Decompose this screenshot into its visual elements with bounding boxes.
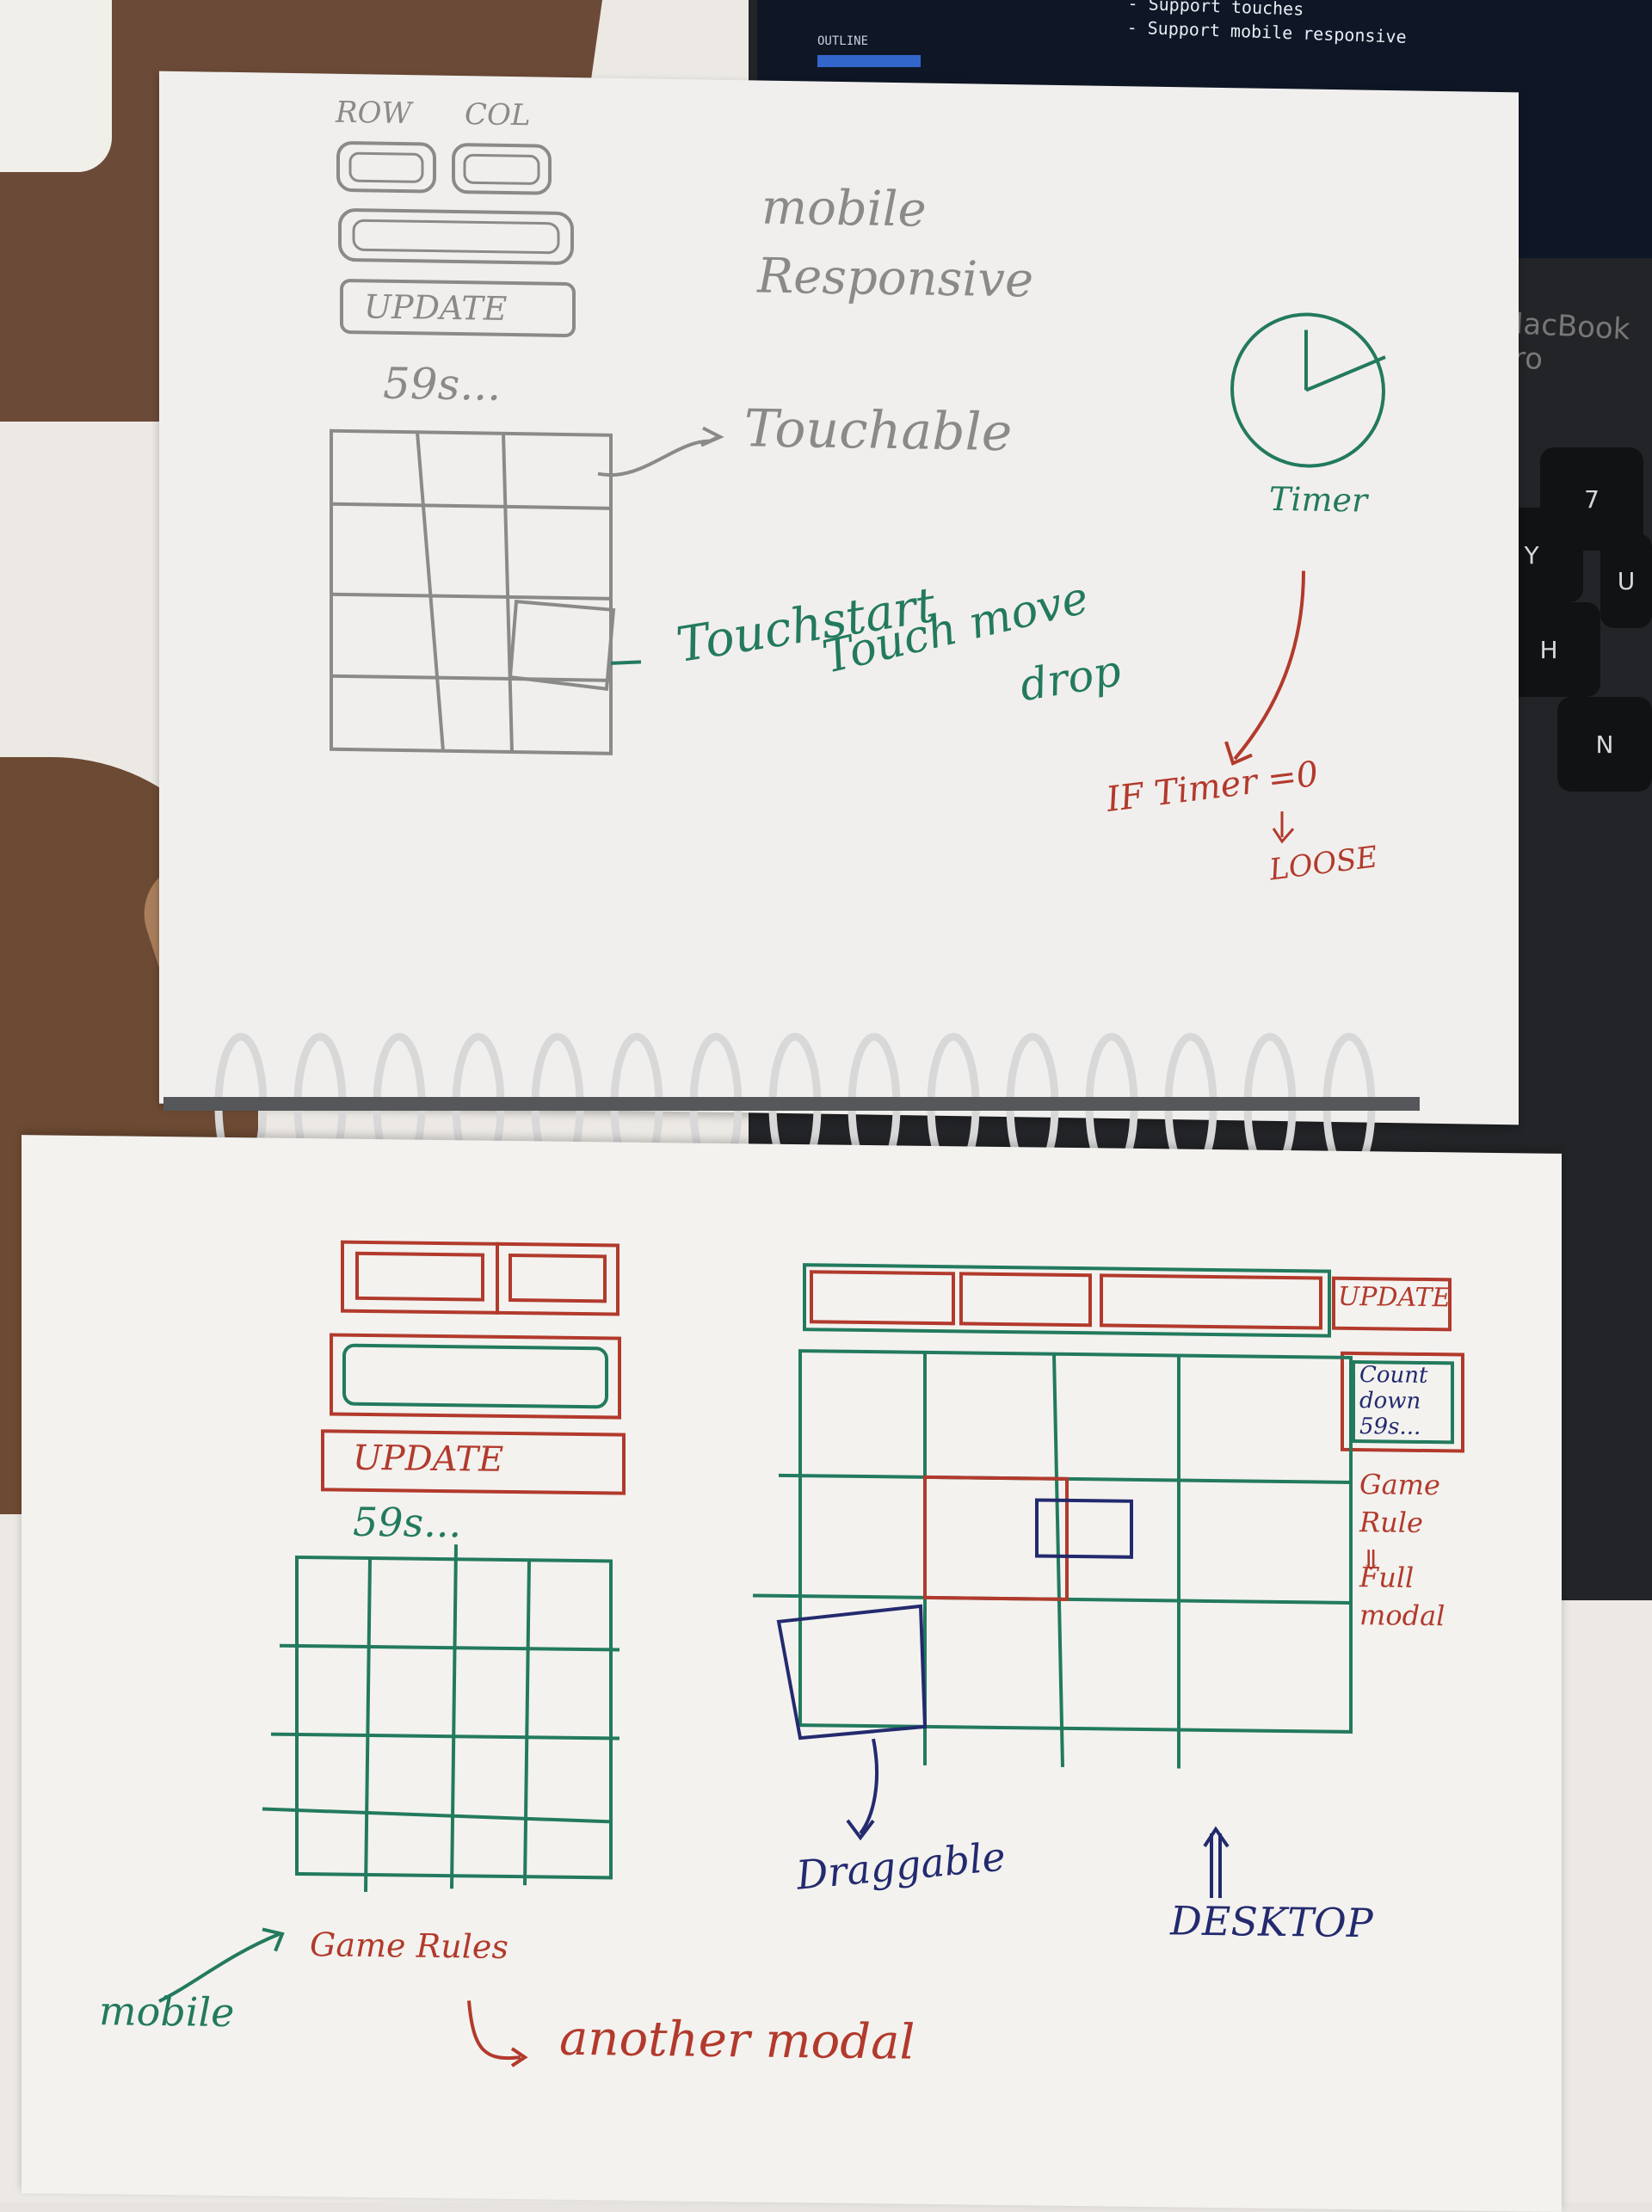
mobile-update-label: UPDATE [353,1438,504,1480]
col-input-sketch [452,143,552,195]
desktop-wide-input [1100,1273,1322,1330]
down-word: down [1359,1388,1421,1414]
countdown-word: Count [1359,1362,1428,1389]
update-button-sketch [340,279,576,338]
row-label: ROW [336,95,412,132]
countdown-frame [1341,1351,1464,1453]
desktop-inputs-frame [803,1263,1331,1338]
bottom-page-sketch [158,1240,1464,2067]
countdown-box [1352,1359,1454,1445]
desktop-row-input [810,1270,955,1326]
countdown-label: 59s... [383,358,501,410]
status-bar-strip [817,55,921,67]
mobile-wide-input [330,1333,621,1420]
pencil-grid-sketch [330,426,724,755]
countdown-box-text: Count down 59s... [1359,1362,1428,1440]
outline-label: OUTLINE [817,34,869,48]
mobile-label: mobile [99,1987,235,2036]
dragged-tile [776,1604,928,1741]
another-modal-label: another modal [559,2010,915,2071]
bottom-notebook-page: UPDATE 59s... mobile Game Rules another … [22,1135,1562,2212]
wide-input-sketch [338,208,574,265]
desktop-update-button [1332,1276,1452,1332]
rule-word: Rule [1359,1506,1423,1539]
col-label: COL [465,97,531,133]
desktop-label: DESKTOP [1170,1897,1373,1947]
macbook-brand: MacBook Pro [1495,305,1631,378]
drag-origin-cell [923,1475,1069,1601]
full-word: Full [1359,1561,1415,1594]
background-paper [0,0,112,172]
game-word: Game [1359,1468,1440,1502]
key-n: N [1557,697,1652,792]
mobile-grid [262,1544,620,1893]
touchable-label: Touchable [744,398,1013,464]
top-page-sketch [330,141,1386,844]
mobile-countdown-label: 59s... [353,1498,462,1547]
desktop-col-input [959,1272,1092,1328]
key-u: U [1600,533,1652,628]
desktop-update-label: UPDATE [1338,1281,1452,1314]
responsive-label: Responsive [757,248,1034,309]
countdown-seconds: 59s... [1359,1414,1421,1440]
game-rules-label: Game Rules [310,1925,509,1966]
game-rule-notes: Game Rule ⇓ Full modal [1359,1465,1445,1635]
top-notebook-page: ROW COL UPDATE 59s... Touchable mobile R… [159,71,1519,1125]
mobile-col-input [496,1242,620,1316]
down-arrow-gap: ⇓ [1359,1543,1383,1577]
mobile-label: mobile [761,179,927,238]
mobile-update-button [321,1429,626,1495]
drag-preview [1035,1498,1133,1559]
timer-clock-sketch [1230,312,1385,468]
timer-label: Timer [1269,479,1368,520]
row-input-sketch [336,141,436,194]
update-label: UPDATE [364,287,508,328]
modal-word: modal [1359,1599,1446,1633]
desktop-grid [753,1349,1353,1769]
